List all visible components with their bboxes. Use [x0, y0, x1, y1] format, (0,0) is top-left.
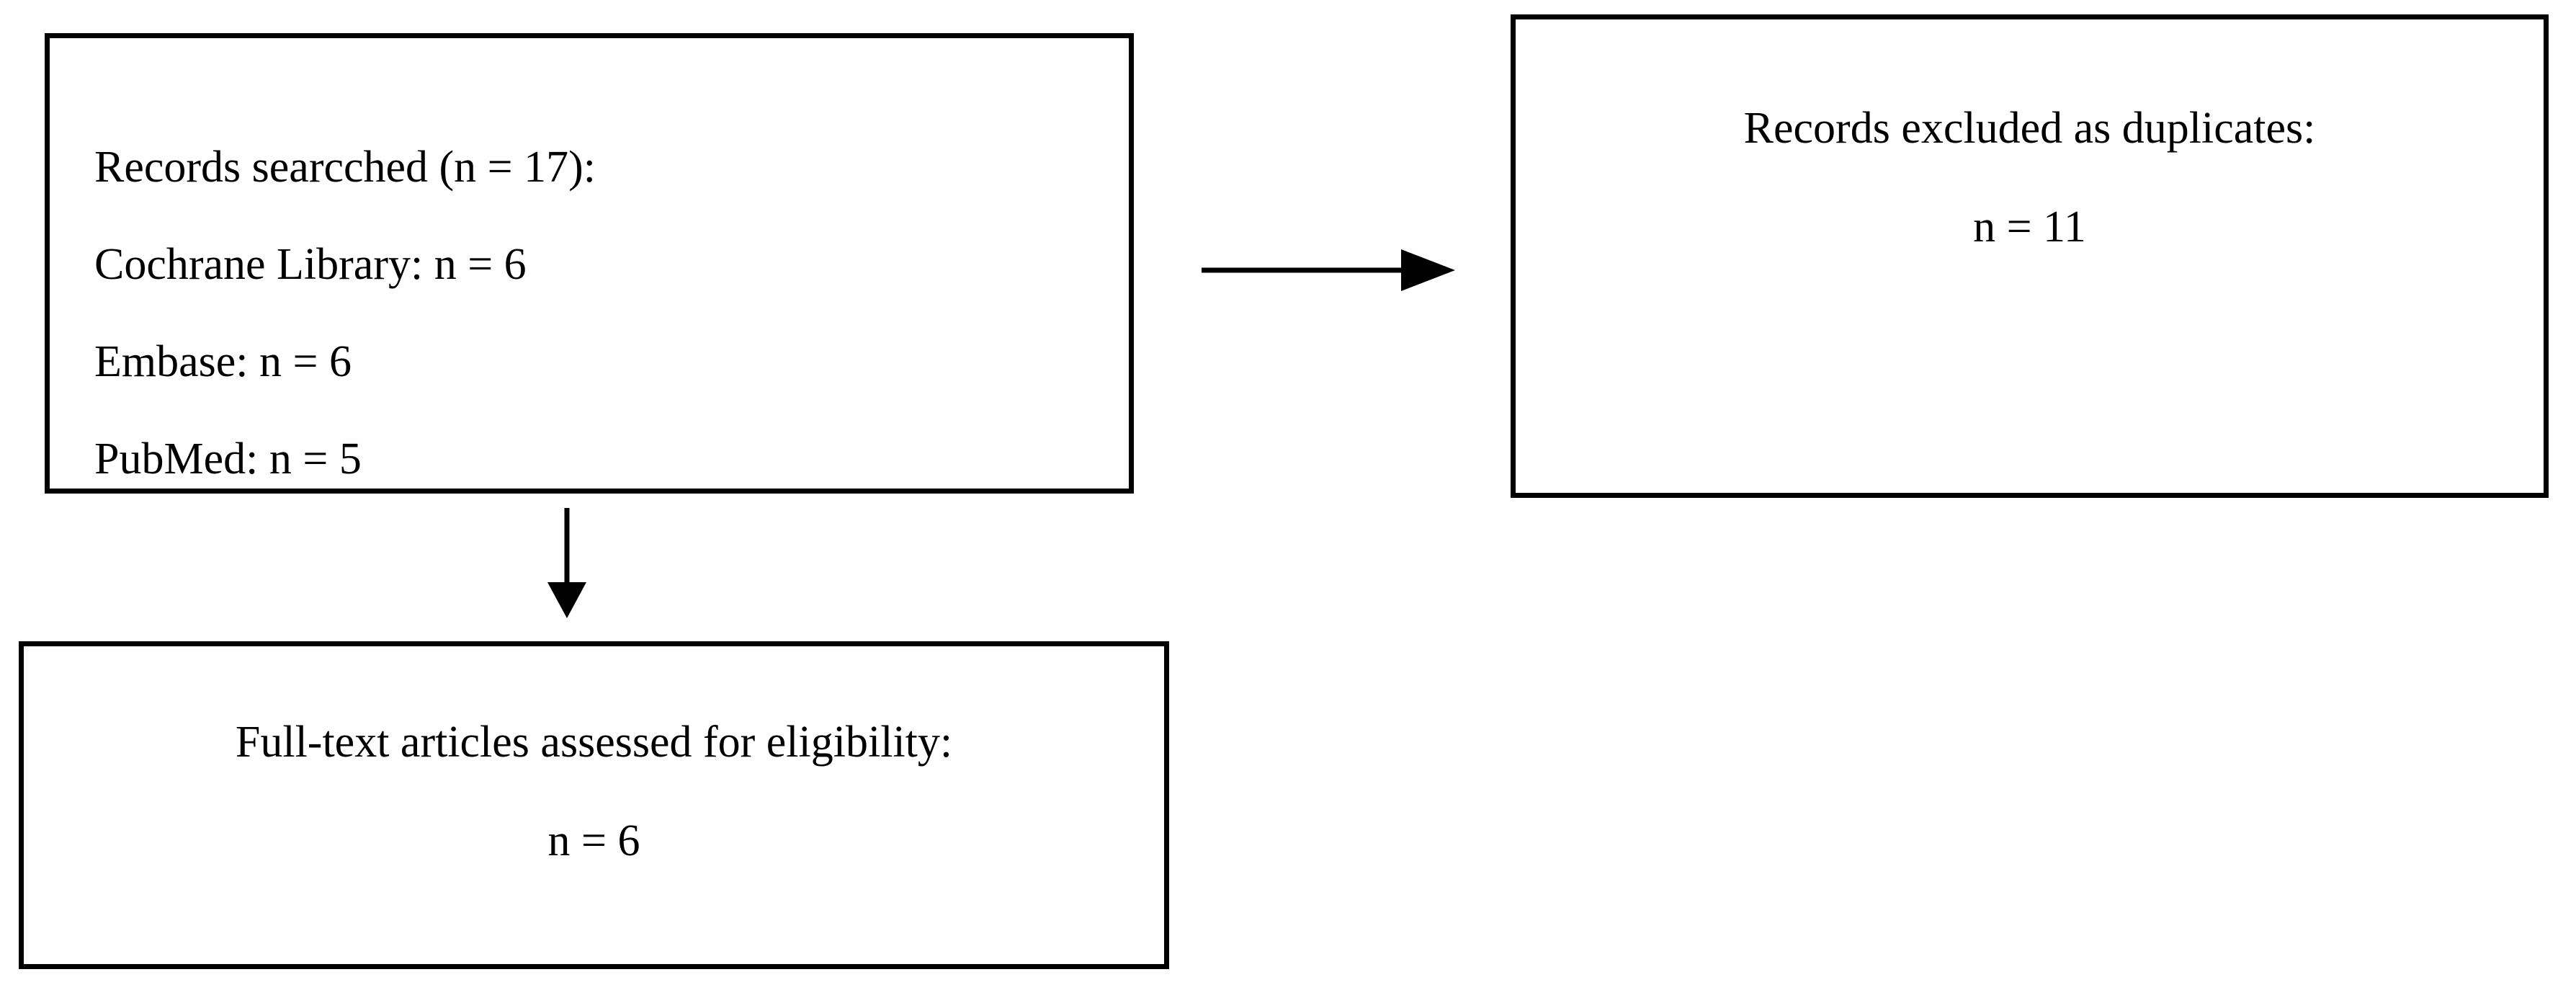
arrow-right-icon — [1202, 249, 1455, 291]
records-searched-cochrane-label: Cochrane Library: n = 6 — [94, 240, 527, 289]
records-searched-pubmed-label: PubMed: n = 5 — [94, 434, 362, 483]
fulltext-assessed-title-label: Full-text articles assessed for eligibil… — [235, 718, 953, 767]
arrow-down-icon — [547, 508, 586, 618]
fulltext-assessed-count-label: n = 6 — [547, 816, 640, 865]
records-excluded-title-label: Records excluded as duplicates: — [1743, 104, 2316, 153]
records-searched-box: Records searcched (n = 17): Cochrane Lib… — [45, 33, 1134, 494]
records-excluded-box: Records excluded as duplicates: n = 11 — [1511, 14, 2549, 498]
records-searched-total-label: Records searcched (n = 17): — [94, 143, 596, 192]
fulltext-assessed-box: Full-text articles assessed for eligibil… — [19, 641, 1169, 969]
records-searched-embase-label: Embase: n = 6 — [94, 337, 352, 386]
records-excluded-count-label: n = 11 — [1973, 202, 2086, 251]
